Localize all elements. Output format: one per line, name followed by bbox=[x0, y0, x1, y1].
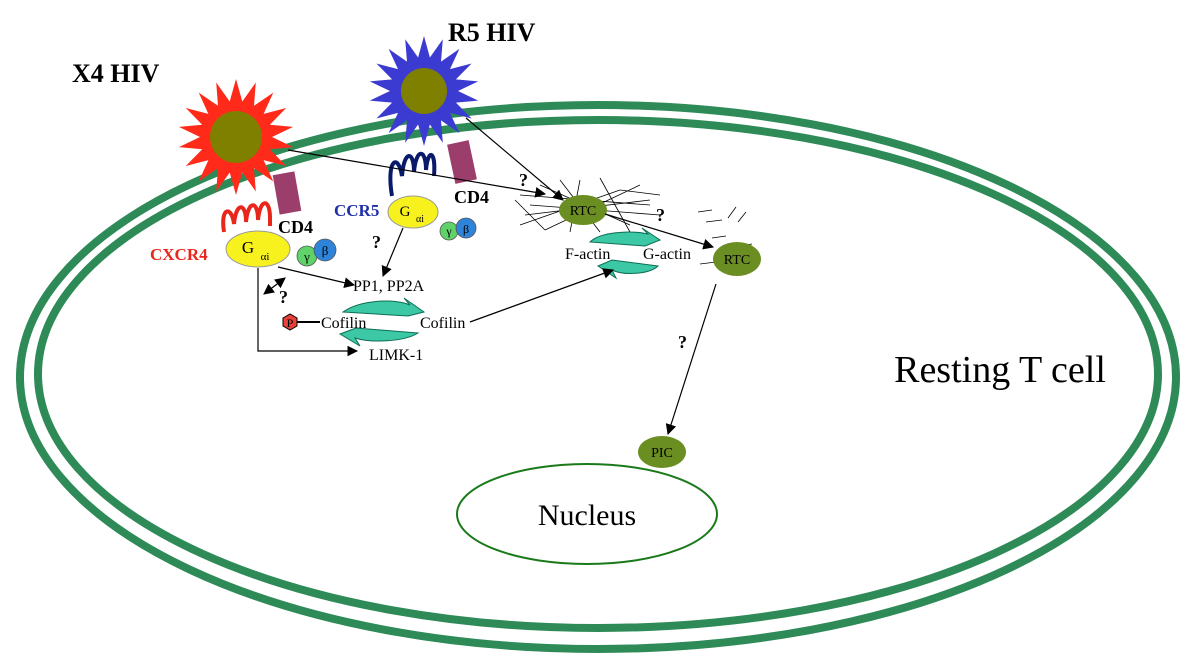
beta-subunit-cxcr4 bbox=[313, 238, 337, 262]
cofilin-cycle-arrow-bottom bbox=[338, 327, 420, 347]
arrow-ccr5g-to-pp bbox=[381, 227, 404, 277]
pic bbox=[638, 436, 686, 468]
phospho-label: P bbox=[287, 316, 294, 330]
cell-membrane-outer bbox=[16, 101, 1180, 653]
r5-hiv-label: R5 HIV bbox=[448, 18, 536, 47]
cxcr4-label: CXCR4 bbox=[150, 245, 208, 264]
pic-label: PIC bbox=[651, 446, 673, 461]
cofilin-cycle-arrow-top bbox=[341, 297, 426, 317]
nucleus-label: Nucleus bbox=[538, 499, 636, 532]
ccr5-receptor bbox=[388, 151, 437, 197]
cell-membrane-inner bbox=[34, 116, 1162, 632]
g-protein-ccr5 bbox=[387, 195, 439, 229]
cd4-receptor-left bbox=[272, 171, 302, 215]
cxcr4-receptor bbox=[221, 201, 272, 233]
g-protein-ccr5-sub: αi bbox=[416, 214, 424, 225]
g-protein-ccr5-label: G bbox=[400, 204, 411, 220]
rtc-membrane bbox=[559, 195, 607, 225]
arrow-rtc-to-pic bbox=[665, 283, 717, 436]
beta-label-cxcr4: β bbox=[322, 243, 329, 258]
question-rtc-pic: ? bbox=[678, 332, 687, 352]
arrow-cofilin-to-actin bbox=[469, 268, 615, 323]
arrow-g-to-p bbox=[263, 277, 286, 295]
cd4-label-left: CD4 bbox=[278, 217, 313, 237]
ccr5-label: CCR5 bbox=[334, 201, 379, 220]
beta-subunit-ccr5 bbox=[455, 217, 477, 239]
phospho-group bbox=[282, 313, 298, 331]
gamma-label-cxcr4: γ bbox=[303, 249, 310, 264]
r5-virus-core bbox=[401, 68, 447, 114]
question-g-p: ? bbox=[279, 287, 288, 307]
cell-label: Resting T cell bbox=[894, 349, 1106, 391]
x4-virus-core bbox=[210, 111, 262, 163]
arrow-r5-to-rtc bbox=[465, 117, 564, 201]
x4-hiv-label: X4 HIV bbox=[72, 59, 160, 88]
arrow-rtc-to-rtc bbox=[604, 213, 715, 250]
g-protein-cxcr4-label: G bbox=[242, 238, 254, 257]
f-actin-label: F-actin bbox=[565, 246, 610, 263]
limk1-label: LIMK-1 bbox=[369, 347, 423, 364]
g-actin-label: G-actin bbox=[643, 246, 691, 263]
rtc-cytoplasm bbox=[713, 242, 761, 276]
signaling-arrows bbox=[257, 117, 717, 436]
pp1-pp2a-label: PP1, PP2A bbox=[353, 278, 425, 295]
arrow-cxcr4g-to-pp bbox=[277, 266, 356, 289]
rtc-membrane-label: RTC bbox=[570, 204, 596, 219]
actin-cycle-arrow-top bbox=[588, 227, 662, 247]
cofilin-phosphorylated-label: Cofilin bbox=[321, 315, 366, 332]
question-rtc-rtc: ? bbox=[656, 205, 665, 225]
cofilin-active-label: Cofilin bbox=[420, 315, 465, 332]
arrow-g-to-limk bbox=[257, 268, 359, 357]
question-ccr5-pp: ? bbox=[372, 232, 381, 252]
nucleus bbox=[456, 463, 718, 565]
rtc-cytoplasm-label: RTC bbox=[724, 253, 750, 268]
arrow-x4-to-rtc bbox=[287, 149, 547, 198]
gamma-label-ccr5: γ bbox=[445, 224, 452, 238]
beta-label-ccr5: β bbox=[463, 222, 469, 236]
cd4-receptor-right bbox=[447, 140, 477, 184]
g-protein-cxcr4 bbox=[225, 230, 291, 268]
question-x4-rtc: ? bbox=[519, 170, 528, 190]
cd4-label-right: CD4 bbox=[454, 187, 489, 207]
g-protein-cxcr4-sub: αi bbox=[261, 251, 270, 263]
